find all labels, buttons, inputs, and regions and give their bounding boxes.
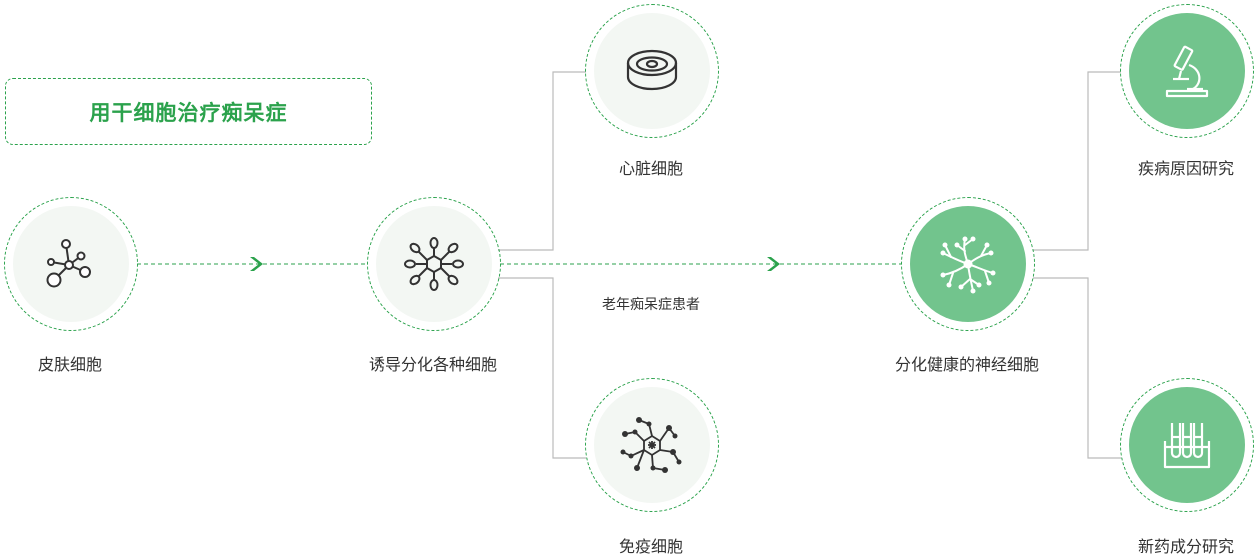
drug-research-label: 新药成分研究 xyxy=(1137,537,1235,556)
neuron-label: 分化健康的神经细胞 xyxy=(894,355,1040,374)
test-tubes-icon xyxy=(1163,423,1211,469)
skin-cell-node xyxy=(4,197,138,331)
skin-cell-label: 皮肤细胞 xyxy=(37,355,103,374)
immune-network-icon xyxy=(620,417,682,473)
page-title: 用干细胞治疗痴呆症 xyxy=(89,100,288,125)
heart-cell-node xyxy=(585,4,719,138)
induced-cells-label: 诱导分化各种细胞 xyxy=(368,355,498,374)
disease-research-node xyxy=(1120,4,1254,138)
petri-dish-icon xyxy=(626,49,678,91)
arrow-right-icon xyxy=(767,257,780,271)
immune-cell-label: 免疫细胞 xyxy=(618,537,684,556)
disease-research-label: 疾病原因研究 xyxy=(1137,159,1235,178)
drug-research-node xyxy=(1120,378,1254,512)
neuron-node xyxy=(901,197,1035,331)
hexagon-network-icon xyxy=(404,237,464,291)
molecule-icon xyxy=(46,239,91,288)
induced-cells-node xyxy=(367,197,501,331)
title-box: 用干细胞治疗痴呆症 xyxy=(5,78,372,145)
arrow-right-icon xyxy=(250,257,263,271)
patient-label: 老年痴呆症患者 xyxy=(602,297,700,313)
immune-cell-node xyxy=(585,378,719,512)
microscope-icon xyxy=(1165,45,1209,98)
heart-cell-label: 心脏细胞 xyxy=(618,159,684,178)
neuron-icon xyxy=(940,236,996,294)
